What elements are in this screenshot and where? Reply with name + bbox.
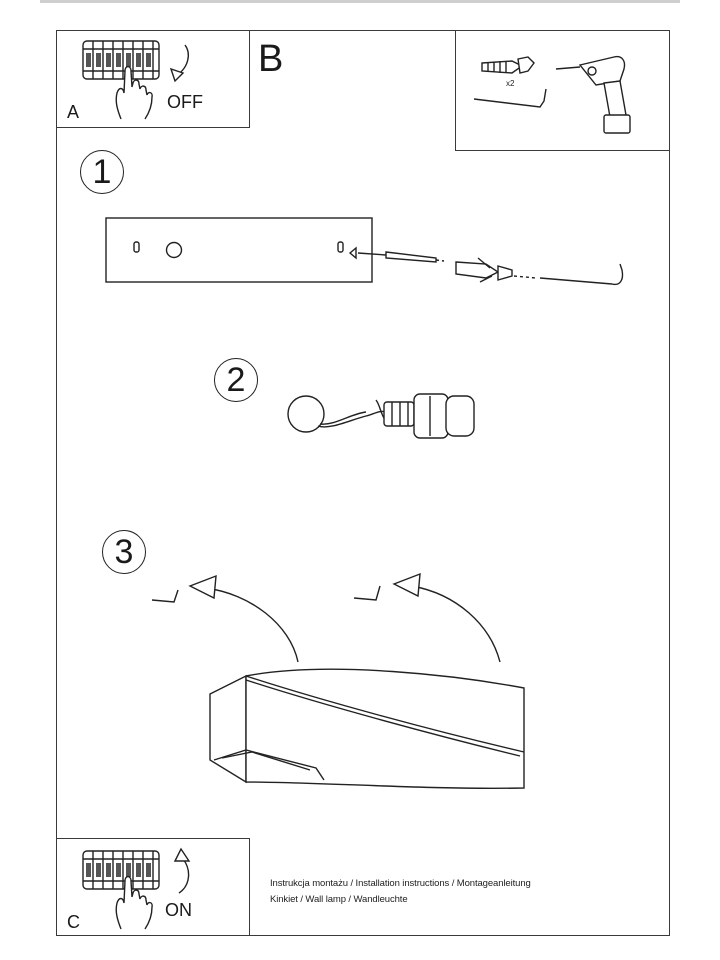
step-3-number: 3: [102, 530, 146, 574]
panel-a-letter: A: [67, 102, 80, 122]
hand-icon-c: [115, 875, 153, 930]
footer-product-name: Kinkiet / Wall lamp / Wandleuchte: [270, 894, 408, 905]
rotate-arrow-down-icon: [169, 44, 189, 83]
rotate-arrow-up-icon: [173, 847, 191, 894]
wall-plug-icon: [481, 56, 535, 74]
terminal-block-icon: [82, 40, 160, 80]
step-2-number: 2: [214, 358, 258, 402]
step-1-number: 1: [80, 150, 124, 194]
hand-icon: [115, 65, 153, 120]
allen-key-icon: [473, 88, 547, 108]
tool-count-label: x2: [506, 79, 515, 88]
panel-c: C ON: [56, 838, 250, 936]
drill-icon: [555, 55, 631, 134]
switch-on-label: ON: [165, 900, 192, 920]
instruction-sheet-frame: [56, 30, 670, 936]
panel-c-letter: C: [67, 912, 80, 932]
terminal-block-icon-c: [82, 850, 160, 890]
switch-off-label: OFF: [167, 92, 203, 112]
panel-a: A OFF: [56, 30, 250, 128]
top-divider: [40, 0, 680, 3]
panel-b-tools: x2: [455, 30, 670, 151]
footer-instructions-title: Instrukcja montażu / Installation instru…: [270, 878, 531, 889]
panel-b-letter: B: [258, 38, 284, 80]
